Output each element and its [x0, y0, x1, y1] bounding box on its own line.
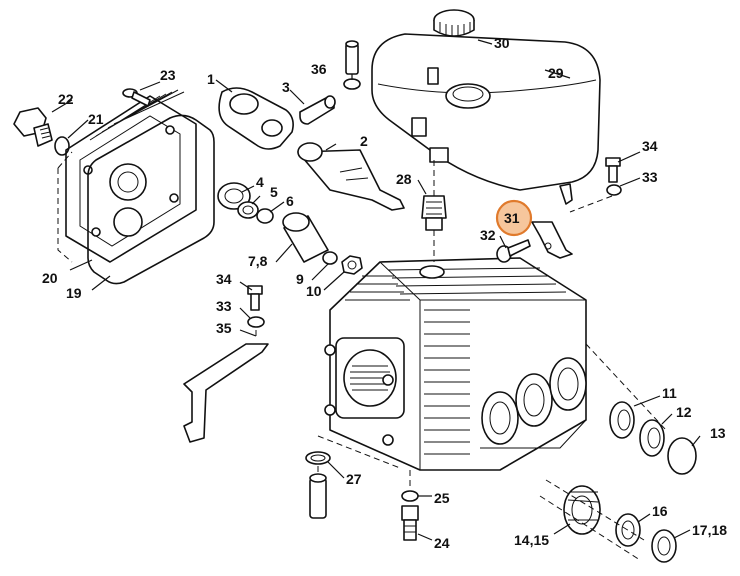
callout-22[interactable]: 22: [58, 91, 74, 107]
bracket-31[interactable]: [531, 221, 573, 259]
callout-34-lower[interactable]: 34: [216, 271, 232, 287]
hose-27[interactable]: [309, 473, 327, 519]
cover-gasket[interactable]: [87, 114, 215, 285]
oil-plug[interactable]: [13, 107, 53, 147]
callout-28[interactable]: 28: [396, 171, 412, 187]
bolt-34-upper[interactable]: [605, 157, 621, 183]
nut-10[interactable]: [341, 255, 363, 275]
callout-9[interactable]: 9: [296, 271, 304, 287]
callout-36[interactable]: 36: [311, 61, 327, 77]
washer-33-upper[interactable]: [606, 184, 622, 196]
o-ring-13[interactable]: [667, 437, 697, 475]
callout-1[interactable]: 1: [207, 71, 215, 87]
callout-29[interactable]: 29: [548, 65, 564, 81]
callout-4[interactable]: 4: [256, 174, 264, 190]
leader-lines: [51, 39, 701, 541]
hose-clamp-27[interactable]: [305, 451, 331, 465]
callout-6[interactable]: 6: [286, 193, 294, 209]
oil-tank[interactable]: [371, 33, 601, 205]
callout-33-lower[interactable]: 33: [216, 298, 232, 314]
seal-4[interactable]: [217, 182, 251, 210]
seal-6[interactable]: [256, 208, 274, 224]
cap-17-18[interactable]: [651, 529, 677, 563]
fitting-28[interactable]: [421, 195, 447, 231]
callout-7-8[interactable]: 7,8: [248, 253, 268, 269]
crankcase-cover[interactable]: [65, 89, 197, 263]
callout-3[interactable]: 3: [282, 79, 290, 95]
callout-33-upper[interactable]: 33: [642, 169, 658, 185]
callout-25[interactable]: 25: [434, 490, 450, 506]
seal-5[interactable]: [237, 201, 259, 219]
washer-33-lower[interactable]: [247, 316, 265, 328]
callout-2[interactable]: 2: [360, 133, 368, 149]
callout-24[interactable]: 24: [434, 535, 450, 551]
callout-20[interactable]: 20: [42, 270, 58, 286]
sealing-ring-21[interactable]: [54, 136, 70, 156]
callout-11[interactable]: 11: [662, 385, 677, 401]
callout-labels: 30 29 36 1 3 23 22 21 2 4 5 6 7,8 9 10 2…: [42, 35, 727, 551]
connecting-rod[interactable]: [218, 87, 294, 150]
seal-12[interactable]: [639, 419, 665, 457]
tank-cap[interactable]: [433, 9, 475, 37]
callout-35[interactable]: 35: [216, 320, 232, 336]
callout-31[interactable]: 31: [504, 210, 520, 226]
piston-pin[interactable]: [299, 95, 336, 125]
screw-23[interactable]: [122, 88, 151, 107]
highlight-marker: [495, 199, 533, 237]
callout-27[interactable]: 27: [346, 471, 362, 487]
plunger-sleeve[interactable]: [282, 212, 329, 263]
bracket-35[interactable]: [183, 343, 269, 443]
valve-14-15[interactable]: [563, 485, 601, 535]
pump-housing[interactable]: [324, 257, 587, 471]
seal-11[interactable]: [609, 401, 635, 439]
screw-32[interactable]: [496, 239, 531, 263]
callout-23[interactable]: 23: [160, 67, 176, 83]
callout-21[interactable]: 21: [88, 111, 104, 127]
callout-10[interactable]: 10: [306, 283, 322, 299]
ring-25[interactable]: [401, 490, 419, 502]
callout-16[interactable]: 16: [652, 503, 668, 519]
callout-14-15[interactable]: 14,15: [514, 532, 549, 548]
fitting-24[interactable]: [401, 505, 419, 541]
callout-30[interactable]: 30: [494, 35, 510, 51]
callout-32[interactable]: 32: [480, 227, 496, 243]
ring-9[interactable]: [322, 251, 338, 265]
bolt-34-lower[interactable]: [247, 285, 263, 311]
callout-13[interactable]: 13: [710, 425, 726, 441]
plunger-guide[interactable]: [297, 142, 405, 211]
callout-17-18[interactable]: 17,18: [692, 522, 727, 538]
callout-34-upper[interactable]: 34: [642, 138, 658, 154]
callout-5[interactable]: 5: [270, 184, 278, 200]
ring-16[interactable]: [615, 513, 641, 547]
bolt-36[interactable]: [343, 40, 361, 90]
callout-19[interactable]: 19: [66, 285, 82, 301]
callout-12[interactable]: 12: [676, 404, 692, 420]
